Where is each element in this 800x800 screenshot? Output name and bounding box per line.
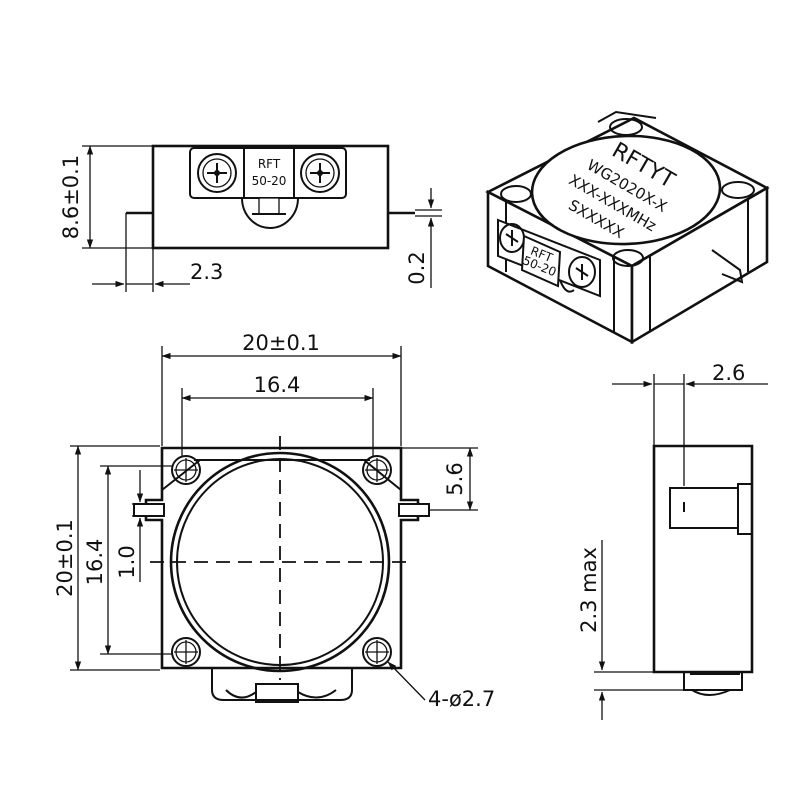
- front-body-outline: [151, 144, 390, 250]
- dim-side-pin-max: 2.3 max: [577, 547, 601, 633]
- iso-hole-right: [721, 181, 755, 199]
- front-left-screw-icon: [197, 153, 237, 193]
- side-body-outline: [652, 444, 754, 674]
- front-label-line1: RFT: [258, 157, 281, 171]
- isometric-view: RFTYT WG2020X-X XXX-XXXMHz SXXXXX RFT 50…: [485, 110, 770, 345]
- side-tab: [737, 483, 753, 535]
- side-pin-window: [669, 487, 739, 529]
- iso-label-plate: [520, 234, 562, 288]
- dim-side-tab: 2.6: [712, 361, 745, 385]
- iso-lid-disc: [530, 134, 722, 246]
- top-connector: [211, 668, 353, 701]
- dim-top-hole-spacing-x: 16.4: [254, 373, 301, 397]
- dim-top-pin-offset: 5.6: [443, 462, 467, 495]
- top-right-pin: [398, 503, 430, 517]
- iso-right-screw-icon: [568, 256, 596, 288]
- iso-right-face: [630, 185, 769, 345]
- front-view: RFT 50-20 8.6±0.1 2.3 0.2: [59, 144, 442, 292]
- side-view: 2.6 2.3 max: [577, 361, 768, 720]
- dim-top-hole-spacing-y: 16.4: [83, 539, 107, 586]
- top-lid-outer: [169, 451, 391, 673]
- dim-top-height: 20±0.1: [53, 519, 77, 597]
- front-right-screw-icon: [300, 153, 340, 193]
- top-view: 20±0.1 16.4 20±0.1 16.4 1.0 5.6 4-ø2.7: [53, 331, 495, 711]
- dim-front-height: 8.6±0.1: [59, 155, 83, 239]
- dim-top-holes: 4-ø2.7: [428, 687, 495, 711]
- dim-front-pin-thickness: 0.2: [405, 251, 429, 284]
- top-body-outline: [144, 446, 420, 670]
- dim-front-pin-offset: 2.3: [190, 260, 223, 284]
- front-label-line2: 50-20: [252, 174, 287, 188]
- front-center-terminal: [241, 197, 299, 229]
- iso-hole-front: [612, 249, 644, 267]
- dim-top-width: 20±0.1: [242, 331, 320, 355]
- top-left-pin: [133, 503, 165, 517]
- dim-top-pin-width: 1.0: [115, 545, 139, 578]
